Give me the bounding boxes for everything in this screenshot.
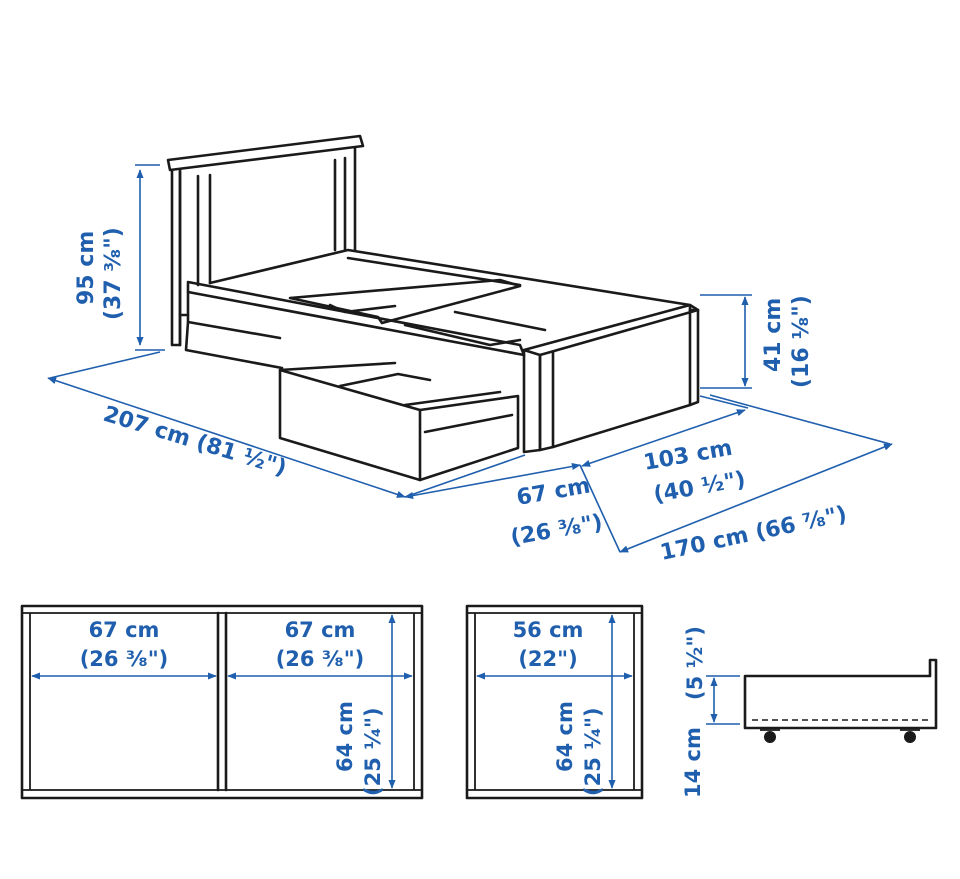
- footboard-left-post: [522, 348, 542, 454]
- label-width: 103 cm: [642, 436, 735, 476]
- front-rail-face: [186, 290, 282, 340]
- single-drawer-plan: 56 cm (22") 64 cm (25 ¹⁄₄"): [465, 604, 644, 800]
- label-drawer-length-imperial: (25 ¹⁄₄"): [361, 707, 385, 796]
- headboard-cap: [166, 134, 365, 172]
- drawer-wheel-right: [904, 731, 916, 743]
- dim-line-overall: [619, 443, 893, 553]
- dim-line-width: [581, 409, 746, 467]
- dim-line-length: [47, 377, 406, 498]
- label-drawer-height-imperial: (5 ¹⁄₂"): [683, 626, 707, 700]
- back-rail: [208, 248, 692, 312]
- label-headboard-height-imperial: (37 ³⁄₈"): [101, 227, 126, 320]
- label-frame-height-imperial: (16 ¹⁄₈"): [789, 295, 814, 388]
- label-headboard-height: 95 cm: [74, 231, 99, 305]
- label-width-imperial: (40 ¹⁄₂"): [652, 467, 748, 508]
- label-drawer-a-width: 67 cm: [89, 618, 160, 642]
- label-drawer-c-length-imperial: (25 ¹⁄₄"): [581, 707, 605, 796]
- label-drawer-c-width-imperial: (22"): [518, 647, 577, 671]
- footboard-top: [522, 303, 700, 357]
- double-drawer-plan: 67 cm (26 ³⁄₈") 67 cm (26 ³⁄₈") 64 cm (2…: [20, 604, 424, 800]
- label-drawer-depth: 67 cm: [515, 473, 592, 511]
- label-drawer-c-length: 64 cm: [553, 701, 577, 772]
- label-drawer-a-width-imperial: (26 ³⁄₈"): [80, 647, 169, 671]
- label-drawer-length: 64 cm: [333, 701, 357, 772]
- drawer-side-view: 14 cm (5 ¹⁄₂"): [681, 626, 938, 798]
- drawer-wheel-left: [764, 731, 776, 743]
- drawer-front: [278, 368, 422, 482]
- dim-line-drawer-depth: [404, 462, 581, 500]
- center-beam: [288, 278, 522, 325]
- drawer-body: [743, 658, 938, 730]
- label-frame-height: 41 cm: [761, 298, 786, 372]
- label-drawer-c-width: 56 cm: [513, 618, 584, 642]
- label-drawer-depth-imperial: (26 ³⁄₈"): [509, 510, 605, 551]
- label-drawer-height: 14 cm: [681, 727, 705, 798]
- bed-dimensions: 95 cm (37 ³⁄₈") 207 cm (81 ¹⁄₂") 67 cm (…: [47, 164, 893, 566]
- label-overall: 170 cm (66 ⁷⁄₈"): [658, 502, 849, 566]
- label-drawer-b-width-imperial: (26 ³⁄₈"): [276, 647, 365, 671]
- drawer-side: [418, 394, 520, 482]
- footboard-right-post: [688, 308, 700, 407]
- label-length: 207 cm (81 ¹⁄₂"): [100, 402, 289, 481]
- bed-drawing: [166, 134, 700, 482]
- label-drawer-b-width: 67 cm: [285, 618, 356, 642]
